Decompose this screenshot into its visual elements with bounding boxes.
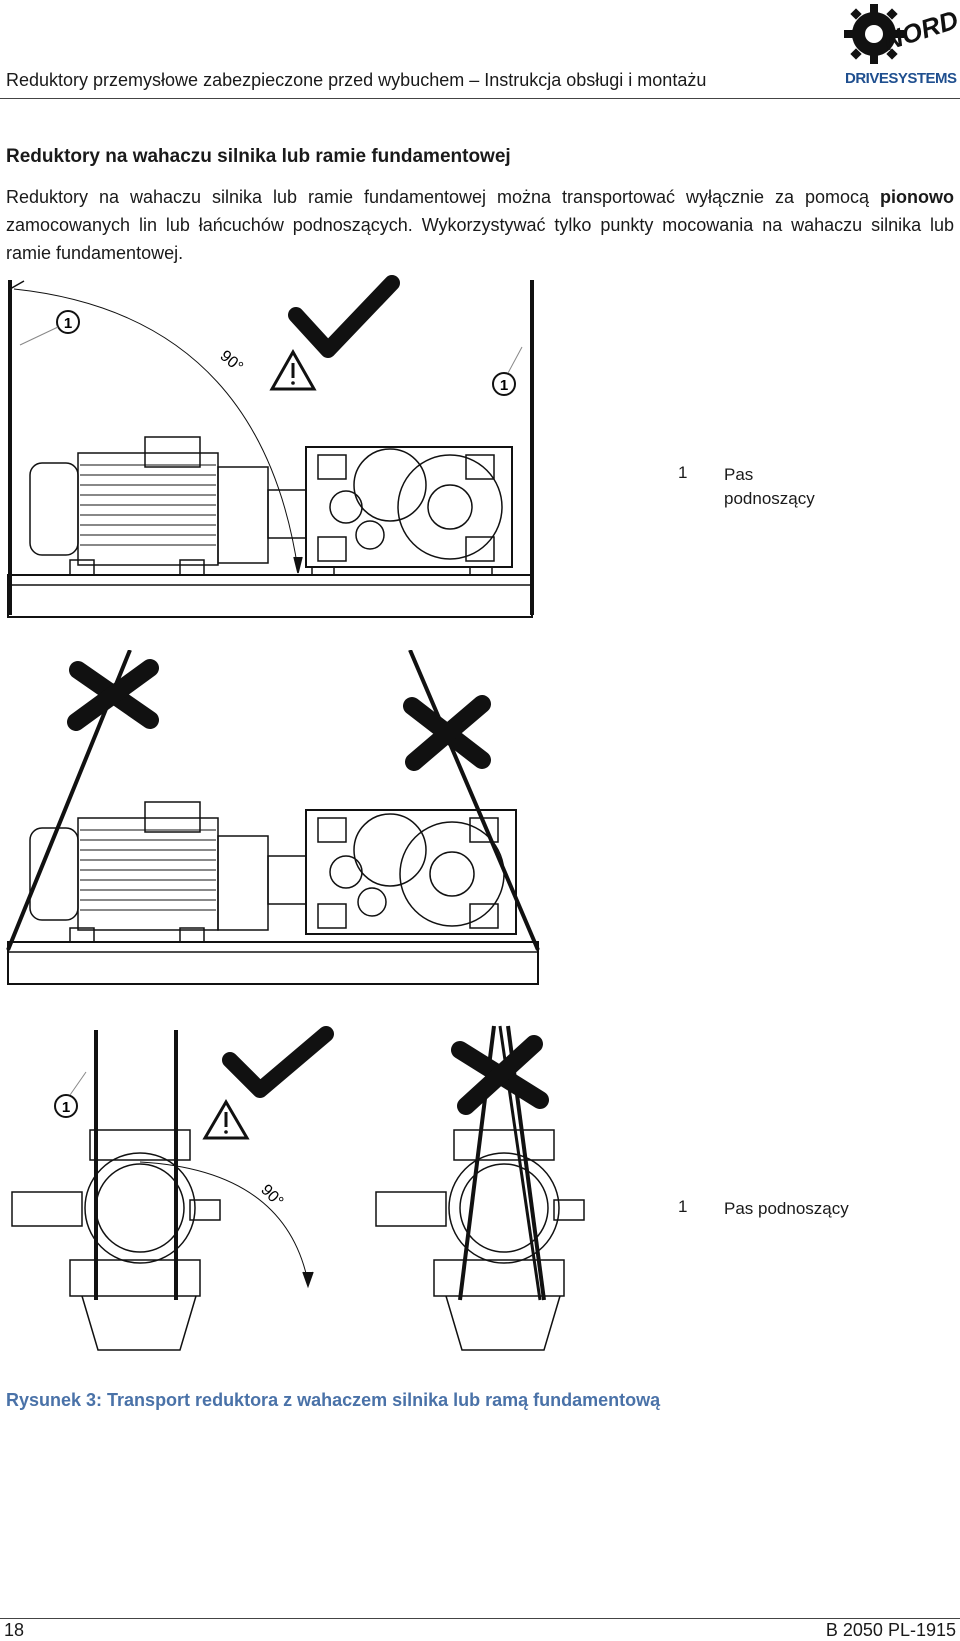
para-bold: pionowo bbox=[880, 187, 954, 207]
svg-text:1: 1 bbox=[62, 1099, 70, 1116]
svg-text:90°: 90° bbox=[217, 347, 246, 376]
callout-1-left: 1 bbox=[56, 310, 80, 334]
svg-text:1: 1 bbox=[64, 315, 72, 332]
cross-icon-left bbox=[67, 659, 159, 731]
section-paragraph: Reduktory na wahaczu silnika lub ramie f… bbox=[6, 183, 954, 267]
page-number: 18 bbox=[4, 1620, 25, 1640]
svg-text:90°: 90° bbox=[257, 1181, 286, 1210]
legend-bottom: 1 Pas podnoszący bbox=[678, 1197, 918, 1223]
figure-caption: Rysunek 3: Transport reduktora z wahacze… bbox=[6, 1390, 661, 1410]
svg-text:1: 1 bbox=[500, 377, 508, 394]
legend-top-number: 1 bbox=[678, 463, 688, 482]
legend-bottom-number: 1 bbox=[678, 1197, 688, 1216]
para-text-1: Reduktory na wahaczu silnika lub ramie f… bbox=[6, 187, 881, 207]
cross-icon-side bbox=[451, 1035, 549, 1115]
figure-incorrect-lift bbox=[6, 650, 540, 985]
header-title: Reduktory przemysłowe zabezpieczone prze… bbox=[6, 70, 707, 90]
callout-1-side: 1 bbox=[54, 1094, 78, 1118]
figure-correct-lift: 1 1 90° bbox=[7, 275, 534, 618]
footer-divider bbox=[0, 1618, 960, 1619]
legend-bottom-text: Pas podnoszący bbox=[724, 1199, 849, 1218]
figure-side-views: 1 90° bbox=[11, 1025, 585, 1351]
para-text-2: zamocowanych lin lub łańcuchów podnosząc… bbox=[6, 215, 954, 263]
callout-1-right: 1 bbox=[492, 372, 516, 396]
cross-icon-right bbox=[403, 695, 491, 771]
section-heading: Reduktory na wahaczu silnika lub ramie f… bbox=[6, 146, 511, 167]
logo-subtitle: DRIVESYSTEMS bbox=[845, 70, 957, 87]
header-divider bbox=[0, 98, 960, 99]
document-code: B 2050 PL-1915 bbox=[825, 1620, 956, 1640]
nord-logo: NORD bbox=[844, 4, 960, 64]
